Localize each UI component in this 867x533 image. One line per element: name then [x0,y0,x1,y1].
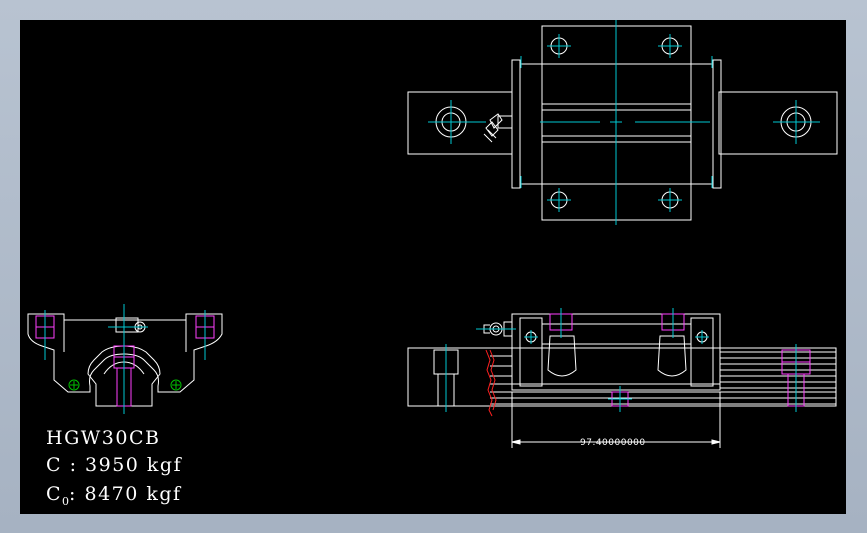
top-view-right-seal [690,63,714,185]
front-view-block-outline [27,313,223,393]
static-load-symbol: C [46,483,63,505]
dynamic-load-label: C : 3950 kgf [46,454,183,476]
static-load-subscript: 0 [62,494,70,508]
top-view-left-seal [511,59,521,189]
top-view [407,20,838,225]
dimension-value: 97.40000000 [580,438,646,448]
static-load-value: : 8470 kgf [69,483,182,505]
side-view-block [511,313,721,391]
model-label: HGW30CB [46,427,161,449]
side-view-rail [407,347,837,407]
top-view-grease-nipple [483,113,513,143]
static-load-label: C0: 8470 kgf [46,483,182,508]
top-view-right-plate [718,91,838,155]
cad-drawing-canvas[interactable]: HGW30CB C : 3950 kgf C0: 8470 kgf 97.400… [20,20,846,514]
front-view [27,304,223,414]
cad-drawing [27,20,838,448]
side-view [407,308,837,448]
dimension-line [511,392,721,448]
